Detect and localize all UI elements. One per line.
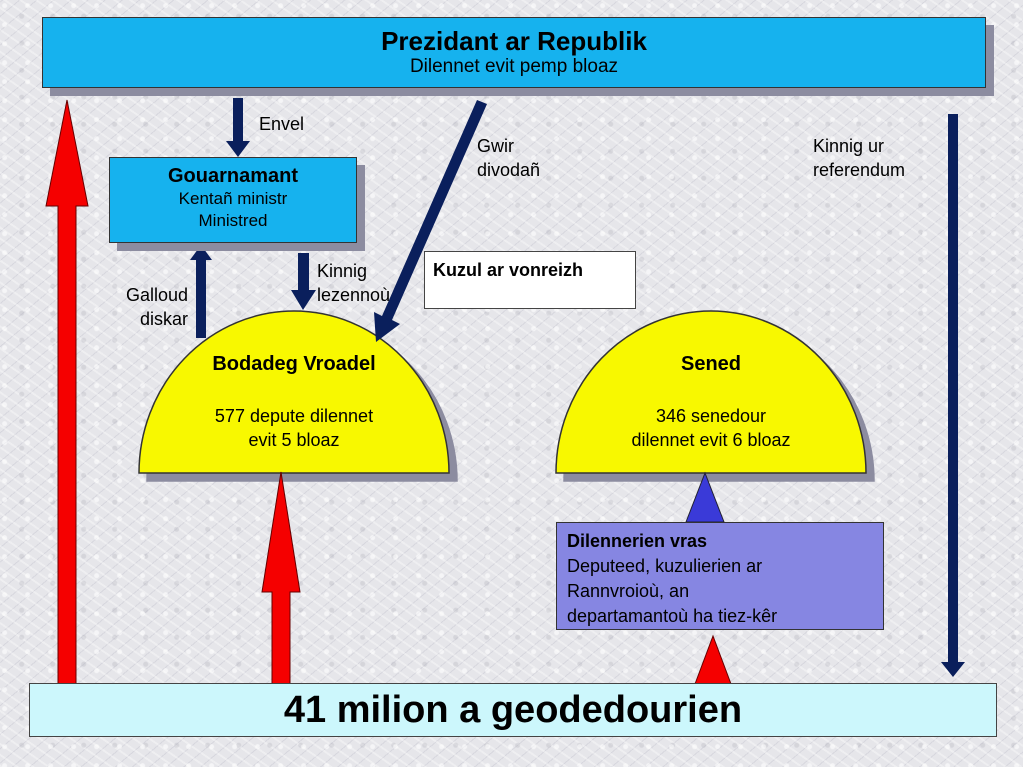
label-kinnig-line2: lezennoù — [317, 285, 391, 305]
government-line2: Ministred — [198, 211, 268, 230]
red-arrow-left-icon — [45, 99, 89, 685]
arrow-galloud-icon — [190, 245, 212, 338]
arrow-gwir-icon — [374, 100, 487, 342]
label-galloud-line1: Galloud — [125, 285, 188, 305]
assembly-line1: 577 depute dilennet — [214, 406, 374, 426]
president-box: Prezidant ar Republik Dilennet evit pemp… — [42, 17, 986, 88]
arrow-kinnig-icon — [291, 253, 316, 310]
senate-line1: 346 senedour — [655, 406, 767, 426]
label-envel: Envel — [259, 114, 305, 134]
electors-title: Dilennerien vras — [567, 531, 708, 551]
voters-title: 41 milion a geodedourien — [283, 689, 743, 731]
arrow-envel-icon — [226, 98, 250, 157]
senate-title: Sened — [680, 353, 742, 375]
government-title: Gouarnamant — [167, 165, 299, 187]
label-galloud: Galloud diskar — [100, 283, 188, 331]
council-title: Kuzul ar vonreizh — [433, 260, 584, 280]
council-box: Kuzul ar vonreizh — [424, 251, 636, 309]
senate-dome — [555, 310, 867, 474]
label-referendum: Kinnig ur referendum — [813, 134, 905, 182]
label-gwir-line1: Gwir — [477, 136, 514, 156]
president-title: Prezidant ar Republik — [381, 26, 647, 56]
label-gwir: Gwir divodañ — [477, 134, 540, 182]
label-referendum-line1: Kinnig ur — [813, 136, 885, 156]
government-box: Gouarnamant Kentañ ministr Ministred — [109, 157, 357, 243]
assembly-text: Bodadeg Vroadel 577 depute dilennet evit… — [139, 352, 449, 452]
senate-line2: dilennet evit 6 bloaz — [631, 430, 791, 450]
government-line1: Kentañ ministr — [178, 189, 288, 208]
senate-text: Sened 346 senedour dilennet evit 6 bloaz — [556, 352, 866, 452]
assembly-title: Bodadeg Vroadel — [212, 353, 376, 375]
assembly-line2: evit 5 bloaz — [248, 430, 340, 450]
label-kinnig: Kinnig lezennoù — [317, 259, 390, 307]
assembly-dome — [138, 310, 450, 474]
red-arrow-assembly-icon — [261, 471, 301, 685]
blue-triangle-senate-icon — [685, 471, 725, 523]
label-gwir-line2: divodañ — [477, 160, 541, 180]
electors-box: Dilennerien vras Deputeed, kuzulierien a… — [556, 522, 884, 630]
voters-box: 41 milion a geodedourien — [29, 683, 997, 737]
red-arrow-electors-icon — [694, 634, 732, 685]
electors-line1: Deputeed, kuzulierien ar — [567, 556, 763, 576]
electors-line2: Rannvroioù, an — [567, 581, 690, 601]
label-galloud-line2: diskar — [139, 309, 188, 329]
label-referendum-line2: referendum — [813, 160, 906, 180]
president-subtitle: Dilennet evit pemp bloaz — [409, 56, 619, 77]
label-kinnig-line1: Kinnig — [317, 261, 368, 281]
arrow-referendum-icon — [941, 114, 965, 677]
electors-line3: departamantoù ha tiez-kêr — [567, 606, 778, 626]
